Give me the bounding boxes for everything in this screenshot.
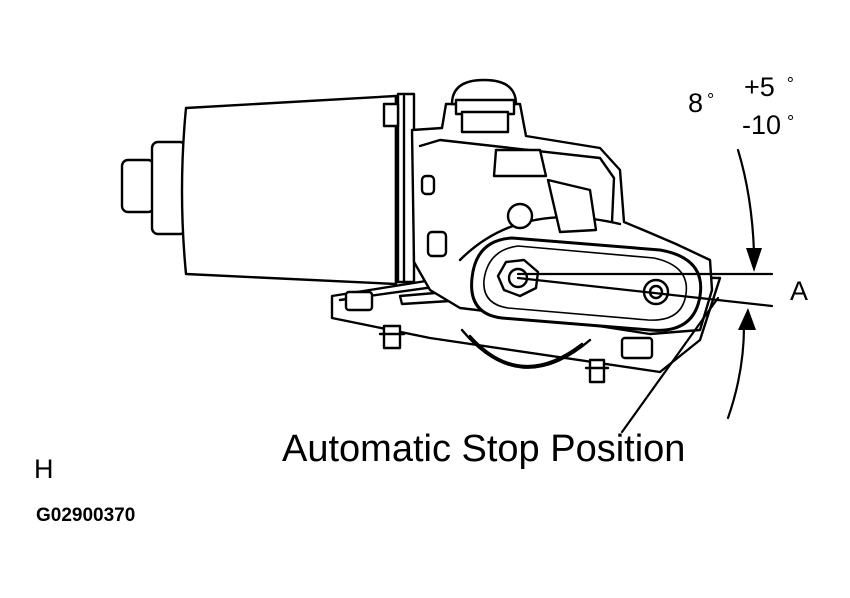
point-label-a: A	[790, 276, 809, 306]
degree-symbol: °	[786, 74, 794, 94]
reference-line-lower	[516, 276, 774, 308]
angle-arc-lower	[726, 324, 746, 420]
crank-pin	[642, 278, 670, 306]
motor-cap-knob	[450, 78, 518, 134]
angle-plus-tolerance-label: +5°	[744, 72, 794, 102]
figure-code: G02900370	[36, 505, 136, 526]
motor-end-cap	[120, 140, 188, 236]
angle-arc-upper	[736, 148, 756, 254]
arrowhead-up	[738, 308, 756, 330]
motor-housing	[180, 92, 416, 286]
leader-line	[620, 296, 720, 434]
section-letter: H	[34, 454, 54, 484]
arrowhead-down	[746, 248, 762, 272]
angle-nominal-label: 8°	[688, 88, 715, 118]
degree-symbol: °	[787, 112, 795, 132]
crank-arm	[470, 236, 703, 332]
angle-minus-tolerance-label: -10°	[742, 110, 795, 140]
automatic-stop-position-callout: Automatic Stop Position	[282, 428, 686, 470]
degree-symbol: °	[707, 90, 715, 110]
